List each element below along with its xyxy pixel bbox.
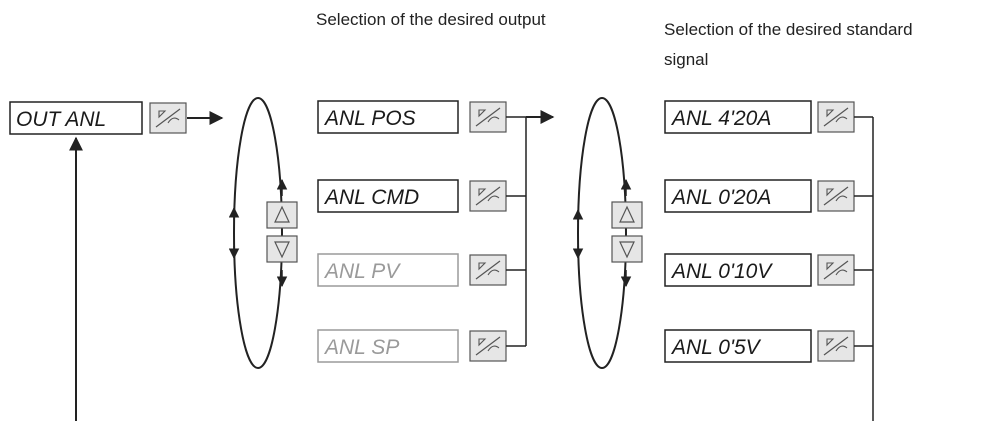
option-label: ANL 0'20A [670,186,771,209]
option-label: ANL 0'5V [670,336,762,359]
option-label: ANL PV [323,260,401,283]
option-label: ANL POS [323,107,416,130]
output-selection-heading: Selection of the desired output [316,10,546,29]
signal-selection-loop [572,97,643,369]
option-box: ANL PV [317,253,526,287]
option-box: ANL 4'20A [664,100,873,134]
option-box: ANL POS [317,100,526,134]
option-label: ANL CMD [323,186,419,209]
signal-selection-heading-line1: Selection of the desired standard [664,20,913,39]
enter-key-icon [817,101,855,133]
enter-key-icon [817,330,855,362]
output-selection-loop [228,97,298,369]
option-box: ANL CMD [317,179,526,213]
up-key-icon [611,201,643,229]
option-label: ANL SP [323,336,399,359]
output-options-column: ANL POS ANL CMD ANL PV ANL SP [317,100,526,363]
enter-key-icon [149,102,187,134]
enter-key-icon [469,330,507,362]
enter-key-icon [817,254,855,286]
enter-key-icon [469,101,507,133]
output-connector [525,110,555,346]
enter-key-icon [817,180,855,212]
start-box-label: OUT ANL [16,108,106,131]
option-label: ANL 4'20A [670,107,771,130]
option-label: ANL 0'10V [670,260,773,283]
signal-selection-heading-line2: signal [664,50,709,69]
option-box: ANL 0'20A [664,179,873,213]
down-key-icon [266,235,298,263]
signal-options-column: ANL 4'20A ANL 0'20A ANL 0'10V ANL 0'5V [664,100,873,363]
option-box: ANL SP [317,329,526,363]
enter-key-icon [469,254,507,286]
enter-key-icon [469,180,507,212]
down-key-icon [611,235,643,263]
option-box: ANL 0'5V [664,329,873,363]
option-box: ANL 0'10V [664,253,873,287]
start-box-out-anl: OUT ANL [9,101,143,135]
up-key-icon [266,201,298,229]
